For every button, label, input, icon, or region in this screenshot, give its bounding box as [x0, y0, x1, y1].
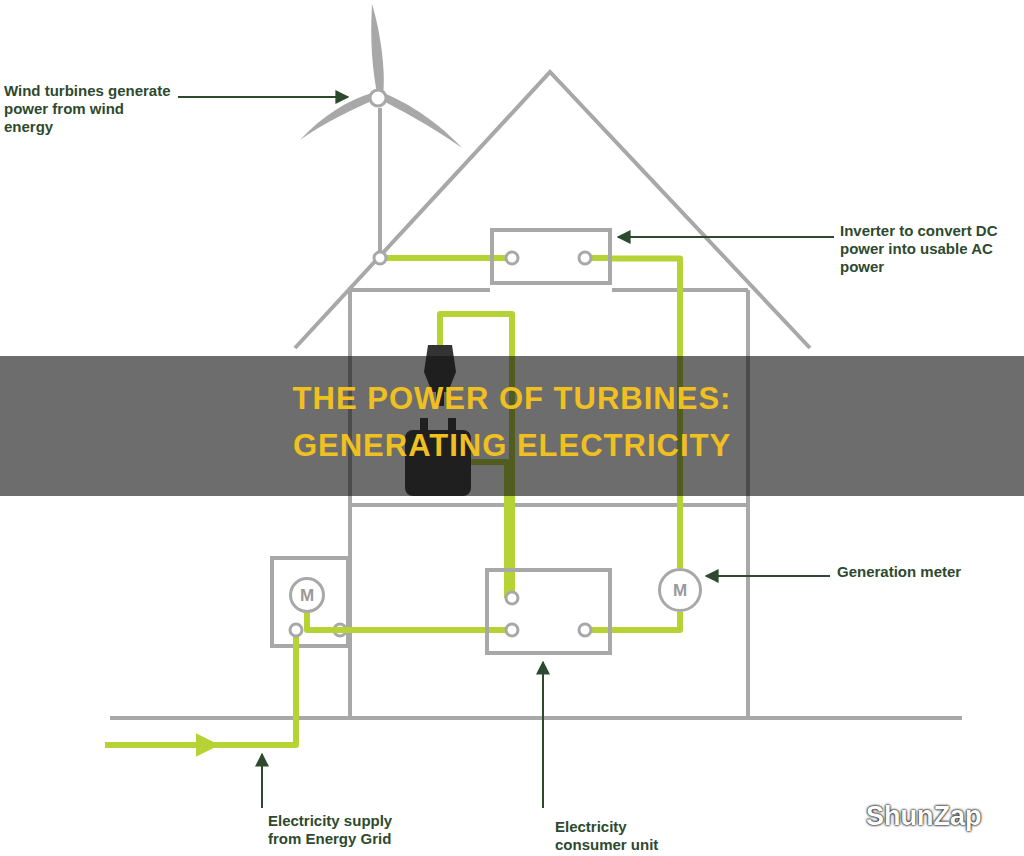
generation-meter-circle: MGeneration meter	[658, 568, 702, 612]
power-wire	[612, 612, 680, 630]
power-wire	[307, 613, 485, 630]
consumer-unit-box: Electricity consumer unit	[485, 568, 612, 655]
green-wires	[105, 258, 612, 745]
title-band	[0, 356, 1024, 496]
wind-turbine	[300, 4, 462, 258]
meter-letter: M	[673, 582, 687, 599]
callout-label: Inverter to convert DC power into usable…	[840, 222, 1018, 276]
meter-letter: M	[300, 587, 314, 604]
callout-label: Generation meter	[837, 563, 987, 581]
callout-label: Electricity consumer unit	[555, 818, 695, 854]
callout-label: Electricity supply from Energy Grid	[268, 812, 428, 848]
meter-circle: M	[289, 577, 325, 613]
title: THE POWER OF TURBINES: GENERATING ELECTR…	[262, 376, 762, 469]
watermark: ShunZap	[866, 800, 1016, 832]
callout-label: Wind turbines generate power from wind e…	[4, 82, 174, 136]
inverter-box: Inverter to convert DC power into usable…	[490, 228, 612, 285]
